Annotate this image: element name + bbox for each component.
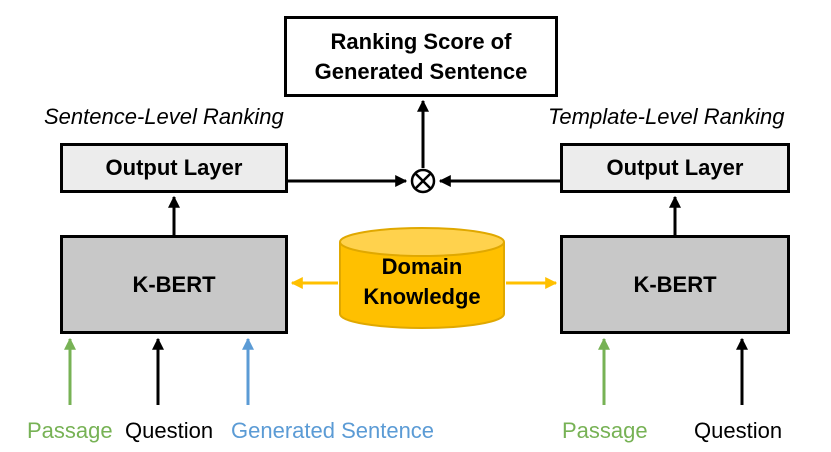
right-question-label: Question [694,418,783,443]
domain-knowledge-cylinder [339,227,505,329]
right-output-layer: Output Layer [560,143,790,193]
ranking-score-box: Ranking Score of Generated Sentence [284,16,558,97]
sentence-level-ranking-label: Sentence-Level Ranking [44,104,284,129]
right-passage-label: Passage [562,418,648,443]
combine-operator-icon [410,168,436,194]
left-question-label: Question [125,418,214,443]
ranking-score-line2: Generated Sentence [314,58,528,84]
domain-knowledge-label: Domain Knowledge [340,252,504,312]
left-output-layer: Output Layer [60,143,288,193]
ranking-score-line1: Ranking Score of [330,28,512,54]
right-kbert-box: K-BERT [560,235,790,334]
domain-knowledge-line1: Domain [381,254,463,279]
template-level-ranking-label: Template-Level Ranking [548,104,785,129]
left-kbert-box: K-BERT [60,235,288,334]
domain-knowledge-line2: Knowledge [363,284,481,309]
left-generated-sentence-label: Generated Sentence [231,418,435,443]
left-passage-label: Passage [27,418,113,443]
